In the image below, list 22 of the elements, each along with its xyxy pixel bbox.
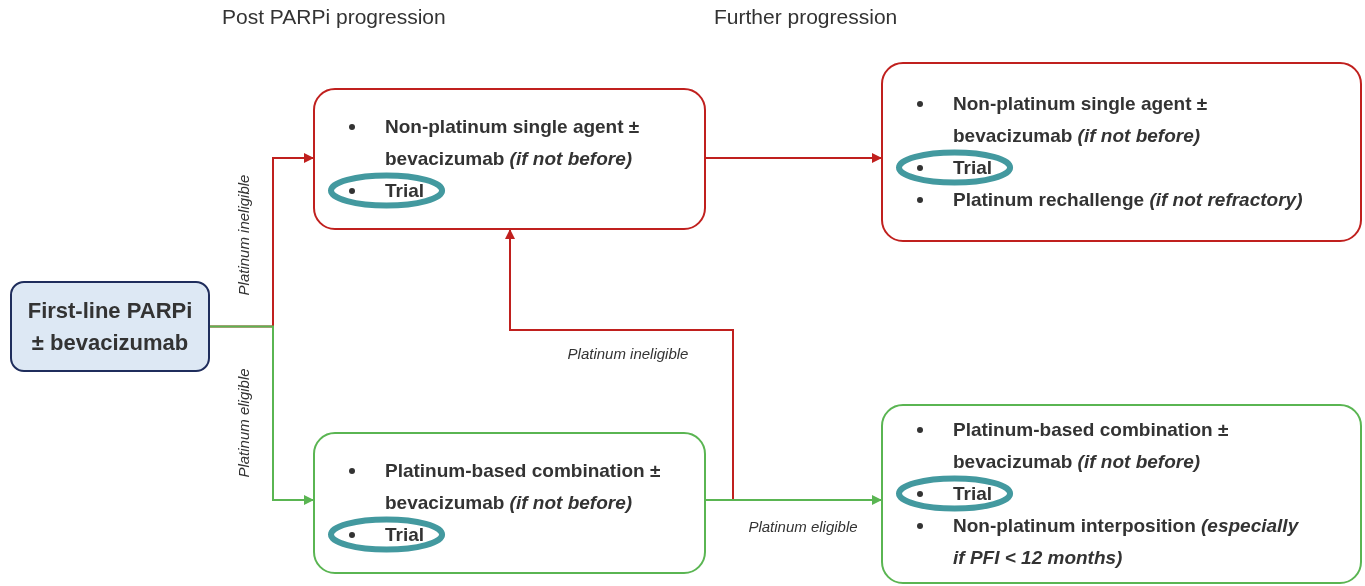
option-box xyxy=(881,62,1362,242)
bullet-text: Trial xyxy=(953,156,993,180)
option-box xyxy=(313,88,706,230)
bullet-text: Platinum rechallenge (if not refractory) xyxy=(953,188,1303,212)
bullet-text: Non-platinum single agent ± bevacizumab (if not before) xyxy=(385,115,641,171)
arrow xyxy=(705,153,882,163)
arrow xyxy=(209,325,314,505)
bullet-text: Non-platinum interposition (especially if PFI < 12 months) xyxy=(953,514,1300,570)
arrow xyxy=(705,495,882,505)
column-heading: Post PARPi progression xyxy=(222,5,446,29)
option-box xyxy=(313,432,706,574)
bullet-text: Platinum-based combination ± bevacizumab (if not before) xyxy=(385,459,662,515)
column-heading: Further progression xyxy=(714,5,898,29)
arrow xyxy=(505,229,734,501)
box-title: First-line PARPi ± bevacizumab xyxy=(26,296,194,357)
bullet-text: Trial xyxy=(385,523,425,547)
bullet-text: Trial xyxy=(385,179,425,203)
option-box xyxy=(881,404,1362,584)
bullet-text: Non-platinum single agent ± bevacizumab (if not before) xyxy=(953,92,1209,148)
bullet-text: Trial xyxy=(953,482,993,506)
start-box xyxy=(10,281,210,372)
bullet-text: Platinum-based combination ± bevacizumab (if not before) xyxy=(953,418,1230,474)
